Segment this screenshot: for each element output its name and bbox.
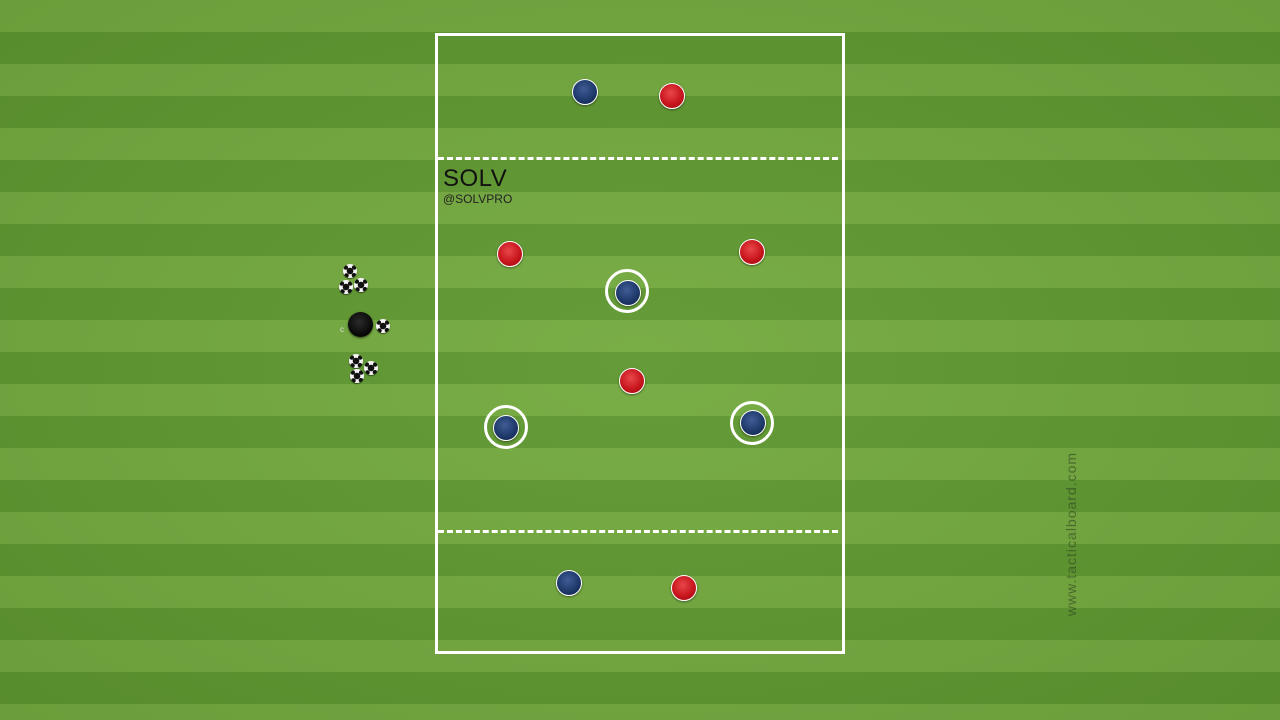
ball[interactable] — [343, 264, 357, 278]
watermark: www.tacticalboard.com — [1063, 451, 1079, 617]
highlight-ring — [484, 405, 528, 449]
ball[interactable] — [364, 361, 378, 375]
red-player[interactable] — [739, 239, 765, 265]
ball[interactable] — [339, 280, 353, 294]
ball[interactable] — [350, 369, 364, 383]
blue-player[interactable] — [572, 79, 598, 105]
coach[interactable] — [348, 312, 373, 337]
red-player[interactable] — [659, 83, 685, 109]
red-player[interactable] — [619, 368, 645, 394]
highlight-ring — [730, 401, 774, 445]
brand-title: SOLV — [443, 165, 508, 192]
coach-label: c — [340, 325, 344, 334]
red-player[interactable] — [671, 575, 697, 601]
highlight-ring — [605, 269, 649, 313]
red-player[interactable] — [497, 241, 523, 267]
blue-player[interactable] — [740, 410, 766, 436]
blue-player[interactable] — [556, 570, 582, 596]
top-zone-line — [438, 157, 838, 160]
brand-block: SOLV @SOLVPRO — [443, 165, 513, 207]
brand-handle: @SOLVPRO — [443, 192, 513, 206]
ball[interactable] — [376, 319, 390, 333]
blue-player[interactable] — [615, 280, 641, 306]
playing-area — [435, 33, 845, 654]
ball[interactable] — [354, 278, 368, 292]
blue-player[interactable] — [493, 415, 519, 441]
bottom-zone-line — [438, 530, 838, 533]
ball[interactable] — [349, 354, 363, 368]
